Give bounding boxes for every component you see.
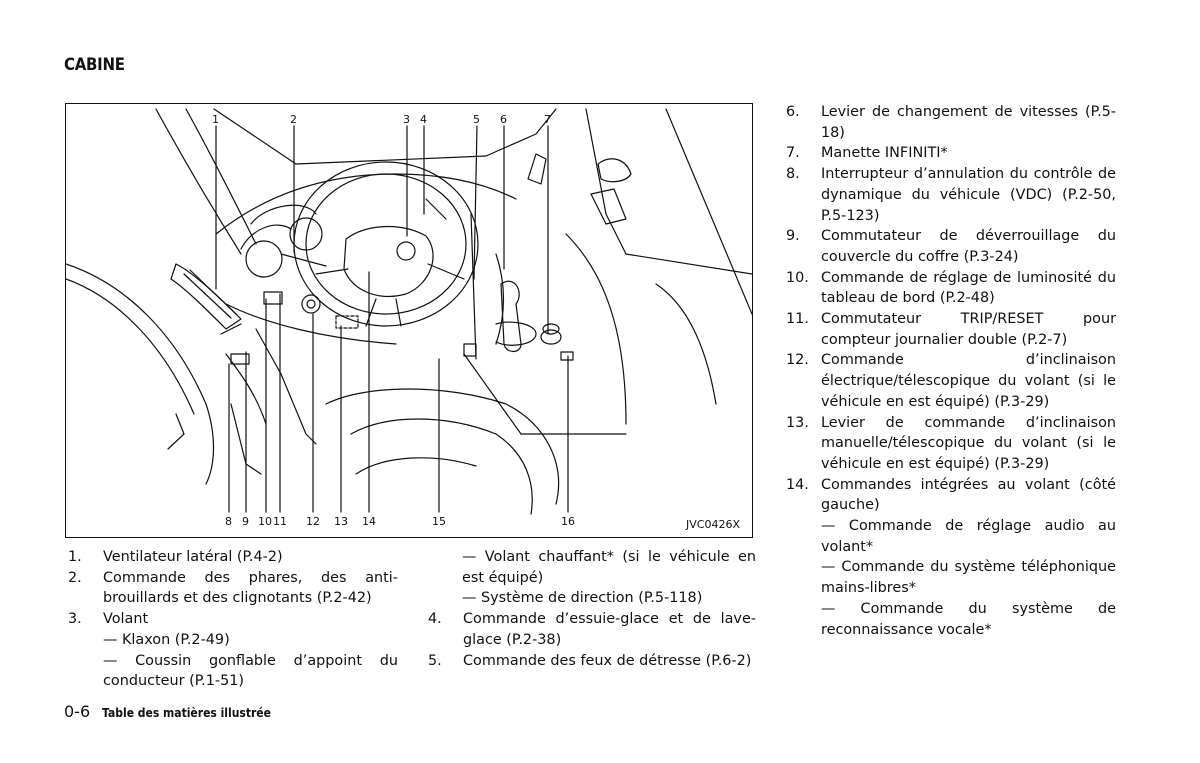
list-item: 5. Commande des feux de détresse (P.6-2) bbox=[428, 651, 756, 672]
item-text: Levier de changement de vitesses (P.5-18… bbox=[821, 104, 1116, 141]
item-text: Commande des feux de détresse (P.6-2) bbox=[463, 652, 752, 669]
callout-2: 2 bbox=[290, 113, 297, 126]
sub-item: — Système de direction (P.5-118) bbox=[462, 590, 703, 607]
legend-column-3: 6. Levier de changement de vitesses (P.5… bbox=[786, 102, 1116, 640]
sub-item: — Commande du système de reconnaissance … bbox=[821, 600, 1116, 638]
list-item: 12. Commande d’inclinaison électrique/té… bbox=[786, 350, 1116, 412]
cabin-illustration: 1 2 3 4 5 6 7 8 9 10 11 12 13 14 15 16 J… bbox=[65, 103, 753, 538]
item-number: 14. bbox=[786, 476, 809, 493]
sub-item: — Coussin gonflable d’appoint du conduct… bbox=[103, 652, 398, 690]
item-text: Commandes intégrées au volant (côté gauc… bbox=[821, 476, 1116, 514]
item-number: 7. bbox=[786, 145, 800, 162]
callout-14: 14 bbox=[362, 515, 376, 528]
item-number: 12. bbox=[786, 352, 809, 369]
footer-title: Table des matières illustrée bbox=[102, 706, 272, 720]
item-number: 4. bbox=[428, 611, 442, 628]
sub-item: — Klaxon (P.2-49) bbox=[103, 631, 230, 648]
item-text: Volant bbox=[103, 611, 149, 628]
callout-3: 3 bbox=[403, 113, 410, 126]
callout-7: 7 bbox=[544, 113, 551, 126]
item-text: Interrupteur d’annulation du contrôle de… bbox=[821, 166, 1116, 224]
sub-item: — Commande de réglage audio au volant* bbox=[821, 518, 1116, 555]
page-number: 0-6 bbox=[64, 702, 91, 721]
item-text: Commande d’inclinaison électrique/télesc… bbox=[821, 352, 1116, 410]
legend-column-2: — Volant chauffant* (si le véhicule en e… bbox=[428, 547, 756, 671]
callout-1: 1 bbox=[212, 113, 219, 126]
item-number: 9. bbox=[786, 228, 800, 245]
callout-6: 6 bbox=[500, 113, 507, 126]
item-text: Levier de commande d’inclinaison manuell… bbox=[821, 414, 1116, 472]
item-number: 5. bbox=[428, 652, 442, 669]
item-text: Ventilateur latéral (P.4-2) bbox=[103, 549, 283, 565]
callout-13: 13 bbox=[334, 515, 348, 528]
list-item: 2. Commande des phares, des anti-brouill… bbox=[68, 568, 398, 609]
figure-code: JVC0426X bbox=[685, 518, 740, 531]
list-item: 6. Levier de changement de vitesses (P.5… bbox=[786, 102, 1116, 143]
item-number: 1. bbox=[68, 549, 82, 565]
callout-12: 12 bbox=[306, 515, 320, 528]
callout-5: 5 bbox=[473, 113, 480, 126]
callout-10: 10 bbox=[258, 515, 272, 528]
item-number: 3. bbox=[68, 611, 82, 628]
list-item: 7. Manette INFINITI* bbox=[786, 143, 1116, 164]
callout-8: 8 bbox=[225, 515, 232, 528]
list-item: 1. Ventilateur latéral (P.4-2) bbox=[68, 547, 398, 568]
callout-9: 9 bbox=[242, 515, 249, 528]
item-number: 11. bbox=[786, 311, 809, 328]
callout-11: 11 bbox=[273, 515, 287, 528]
item-number: 2. bbox=[68, 569, 82, 586]
list-item: 4. Commande d’essuie-glace et de lave-gl… bbox=[428, 609, 756, 650]
list-item: 14. Commandes intégrées au volant (côté … bbox=[786, 475, 1116, 641]
list-item: 3. Volant — Klaxon (P.2-49) — Coussin go… bbox=[68, 609, 398, 692]
list-item: 13. Levier de commande d’inclinaison man… bbox=[786, 413, 1116, 475]
item-text: Commande d’essuie-glace et de lave-glace… bbox=[463, 611, 756, 648]
item-number: 13. bbox=[786, 414, 809, 431]
page-footer: 0-6 Table des matières illustrée bbox=[64, 702, 290, 721]
item-text: Commutateur de déverrouillage du couverc… bbox=[821, 228, 1116, 265]
callout-16: 16 bbox=[561, 515, 575, 528]
item-text: Commande des phares, des anti-brouillard… bbox=[103, 569, 398, 607]
sub-item: — Volant chauffant* (si le véhicule en e… bbox=[462, 549, 756, 586]
item-text: Commutateur TRIP/RESET pour compteur jou… bbox=[821, 311, 1116, 348]
callout-15: 15 bbox=[432, 515, 446, 528]
item-number: 8. bbox=[786, 166, 800, 183]
sub-item: — Commande du système téléphonique mains… bbox=[821, 559, 1116, 597]
legend-column-1: 1. Ventilateur latéral (P.4-2) 2. Comman… bbox=[68, 547, 398, 692]
item-number: 10. bbox=[786, 269, 809, 286]
list-item: 10. Commande de réglage de luminosité du… bbox=[786, 268, 1116, 309]
list-item: 8. Interrupteur d’annulation du contrôle… bbox=[786, 164, 1116, 226]
list-item: 9. Commutateur de déverrouillage du couv… bbox=[786, 226, 1116, 267]
callout-4: 4 bbox=[420, 113, 427, 126]
cabin-line-drawing: 1 2 3 4 5 6 7 8 9 10 11 12 13 14 15 16 J… bbox=[66, 108, 752, 531]
section-heading: CABINE bbox=[64, 55, 125, 75]
item-number: 6. bbox=[786, 104, 800, 120]
item-text: Commande de réglage de luminosité du tab… bbox=[821, 269, 1116, 307]
item-text: Manette INFINITI* bbox=[821, 145, 948, 162]
list-item: 11. Commutateur TRIP/RESET pour compteur… bbox=[786, 309, 1116, 350]
